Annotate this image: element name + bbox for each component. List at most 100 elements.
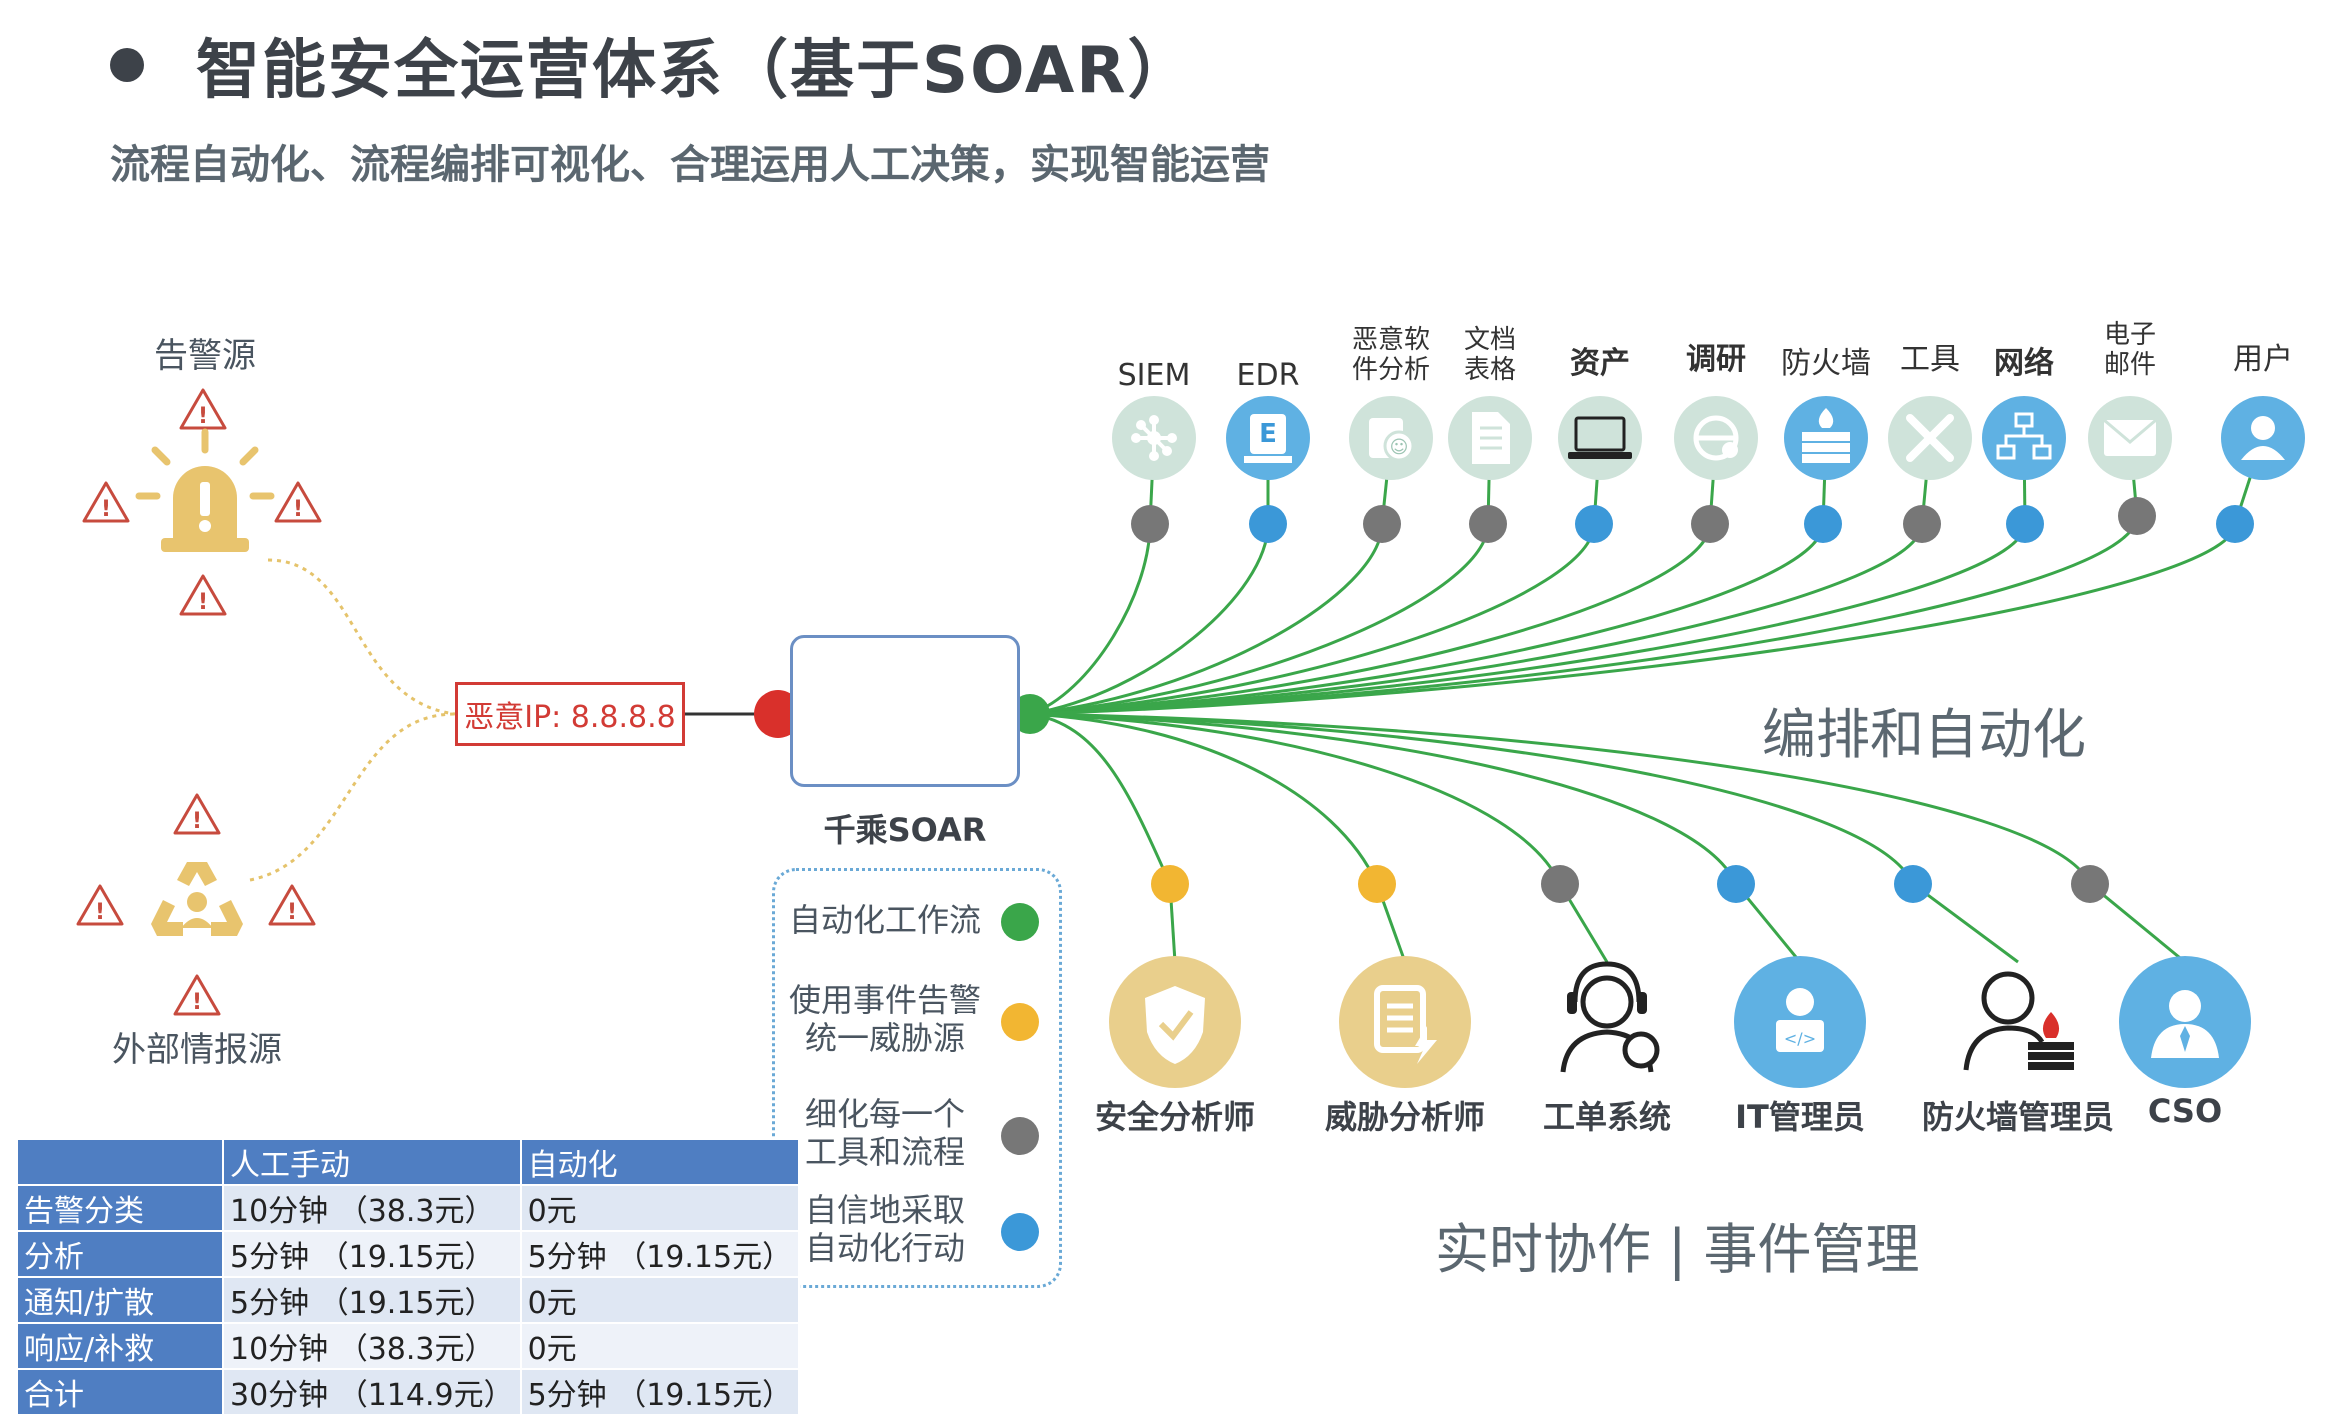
browser-icon[interactable] <box>1674 396 1758 480</box>
role-label: 工单系统 <box>1542 1098 1672 1136</box>
firewall-admin-icon[interactable] <box>1963 971 2074 1071</box>
legend-dot-green <box>1001 903 1039 941</box>
collaboration-label: 实时协作 | 事件管理 <box>1435 1218 1920 1281</box>
table-cell: 5分钟 （19.15元） <box>519 1368 801 1416</box>
svg-text:!: ! <box>192 809 202 834</box>
orchestration-label: 编排和自动化 <box>1762 703 2086 766</box>
legend: 自动化工作流 使用事件告警 统一威胁源 细化每一个 工具和流程 自信地采取 自动… <box>772 868 1062 1288</box>
legend-item-label: 使用事件告警 统一威胁源 <box>788 981 981 1057</box>
tool-label: 调研 <box>1686 342 1746 377</box>
tool-label: 工具 <box>1900 342 1960 377</box>
svg-text:!: ! <box>198 590 208 615</box>
document-icon[interactable] <box>1448 396 1532 480</box>
tool-label: 文档 表格 <box>1463 325 1517 385</box>
status-dot <box>1894 865 1932 903</box>
table-header-cell: 人工手动 <box>222 1138 522 1186</box>
table-cell: 0元 <box>519 1322 801 1370</box>
laptop-icon[interactable] <box>1558 396 1642 480</box>
status-dot <box>2118 497 2156 535</box>
soar-diagram: ! ! ! ! ! <box>76 388 2305 1088</box>
status-dot <box>2071 865 2109 903</box>
role-label: CSO <box>2147 1092 2223 1130</box>
legend-dot-yellow <box>1001 1003 1039 1041</box>
warning-icon: ! <box>173 793 221 835</box>
tool-connector-line <box>1029 523 1596 716</box>
alert-source-link <box>267 558 456 716</box>
role-connector-line <box>1029 712 1379 885</box>
alert-source-group: ! ! ! ! <box>82 388 322 616</box>
status-dot <box>1131 505 1169 543</box>
shield-check-icon[interactable] <box>1109 956 1241 1088</box>
alert-source-label: 告警源 <box>154 336 256 376</box>
threat-report-icon[interactable] <box>1339 956 1471 1088</box>
it-admin-icon[interactable]: </> <box>1734 956 1866 1088</box>
status-dot <box>1249 505 1287 543</box>
status-dot <box>1903 505 1941 543</box>
tool-connector-line <box>1029 523 1825 716</box>
table-row: 响应/补救 10分钟 （38.3元） 0元 <box>16 1322 801 1370</box>
executive-icon[interactable] <box>2119 956 2251 1088</box>
table-cell: 5分钟 （19.15元） <box>519 1230 801 1278</box>
status-dot <box>1469 505 1507 543</box>
role-connector-line <box>1029 712 2092 885</box>
table-row-header: 分析 <box>16 1230 224 1278</box>
intel-share-icon <box>151 862 243 936</box>
status-dot <box>1691 505 1729 543</box>
network-icon[interactable] <box>1982 396 2066 480</box>
network-hub-icon[interactable] <box>1112 396 1196 480</box>
user-icon[interactable] <box>2221 396 2305 480</box>
endpoint-icon[interactable]: E <box>1226 396 1310 480</box>
tool-connector-line <box>1029 523 1712 716</box>
soar-label: 千乘SOAR <box>823 811 987 849</box>
table-row-header: 告警分类 <box>16 1184 224 1232</box>
malware-icon[interactable]: ☺ <box>1349 396 1433 480</box>
warning-icon: ! <box>82 481 130 523</box>
role-label: IT管理员 <box>1735 1098 1865 1136</box>
legend-item-label: 自信地采取 自动化行动 <box>804 1191 965 1267</box>
table-cell: 5分钟 （19.15元） <box>222 1276 522 1324</box>
email-icon[interactable] <box>2088 396 2172 480</box>
page-title: 智能安全运营体系（基于SOAR） <box>196 34 1194 108</box>
status-dot <box>2006 505 2044 543</box>
role-connector-line <box>1029 712 1915 885</box>
legend-dot-blue <box>1001 1213 1039 1251</box>
table-cell: 0元 <box>519 1276 801 1324</box>
table-row: 告警分类 10分钟 （38.3元） 0元 <box>16 1184 801 1232</box>
legend-dot-gray <box>1001 1117 1039 1155</box>
role-icons: </> <box>1109 865 2251 1088</box>
intel-source-group: ! ! ! ! <box>76 793 316 1016</box>
firewall-icon[interactable] <box>1784 396 1868 480</box>
status-dot <box>1804 505 1842 543</box>
tool-connector-line <box>1029 515 2139 716</box>
role-connector-line <box>1029 712 1738 885</box>
tools-icon[interactable] <box>1888 396 1972 480</box>
table-cell: 30分钟 （114.9元） <box>222 1368 522 1416</box>
role-connector-line <box>1029 712 1172 885</box>
tool-label: 网络 <box>1994 346 2054 381</box>
legend-item-label: 自动化工作流 <box>788 901 981 939</box>
status-dot <box>2216 505 2254 543</box>
table-cell: 10分钟 （38.3元） <box>222 1322 522 1370</box>
tool-connector-line <box>1029 523 2027 716</box>
malicious-ip-box: 恶意IP: 8.8.8.8 <box>455 682 685 746</box>
alarm-siren-icon <box>135 428 275 552</box>
soar-node[interactable] <box>790 635 1020 787</box>
cost-comparison-table: 人工手动 自动化 告警分类 10分钟 （38.3元） 0元 分析 5分钟 （19… <box>16 1138 801 1416</box>
role-stem-line <box>2089 882 2186 964</box>
support-agent-icon[interactable] <box>1560 961 1660 1073</box>
tool-connector-line <box>1029 523 1924 716</box>
table-row-header: 合计 <box>16 1368 224 1416</box>
table-cell: 5分钟 （19.15元） <box>222 1230 522 1278</box>
role-label: 威胁分析师 <box>1324 1098 1486 1136</box>
svg-text:!: ! <box>198 404 208 429</box>
page-subtitle: 流程自动化、流程编排可视化、合理运用人工决策，实现智能运营 <box>110 142 1270 188</box>
tool-label: 恶意软 件分析 <box>1351 325 1431 385</box>
tool-connector-line <box>1029 523 1270 716</box>
tool-label: 用户 <box>2233 342 2293 377</box>
svg-text:!: ! <box>95 900 105 925</box>
intel-source-label: 外部情报源 <box>112 1030 282 1070</box>
status-dot <box>1717 865 1755 903</box>
warning-icon: ! <box>173 974 221 1016</box>
table-header-row: 人工手动 自动化 <box>16 1138 801 1186</box>
role-stem-line <box>1912 882 2019 964</box>
